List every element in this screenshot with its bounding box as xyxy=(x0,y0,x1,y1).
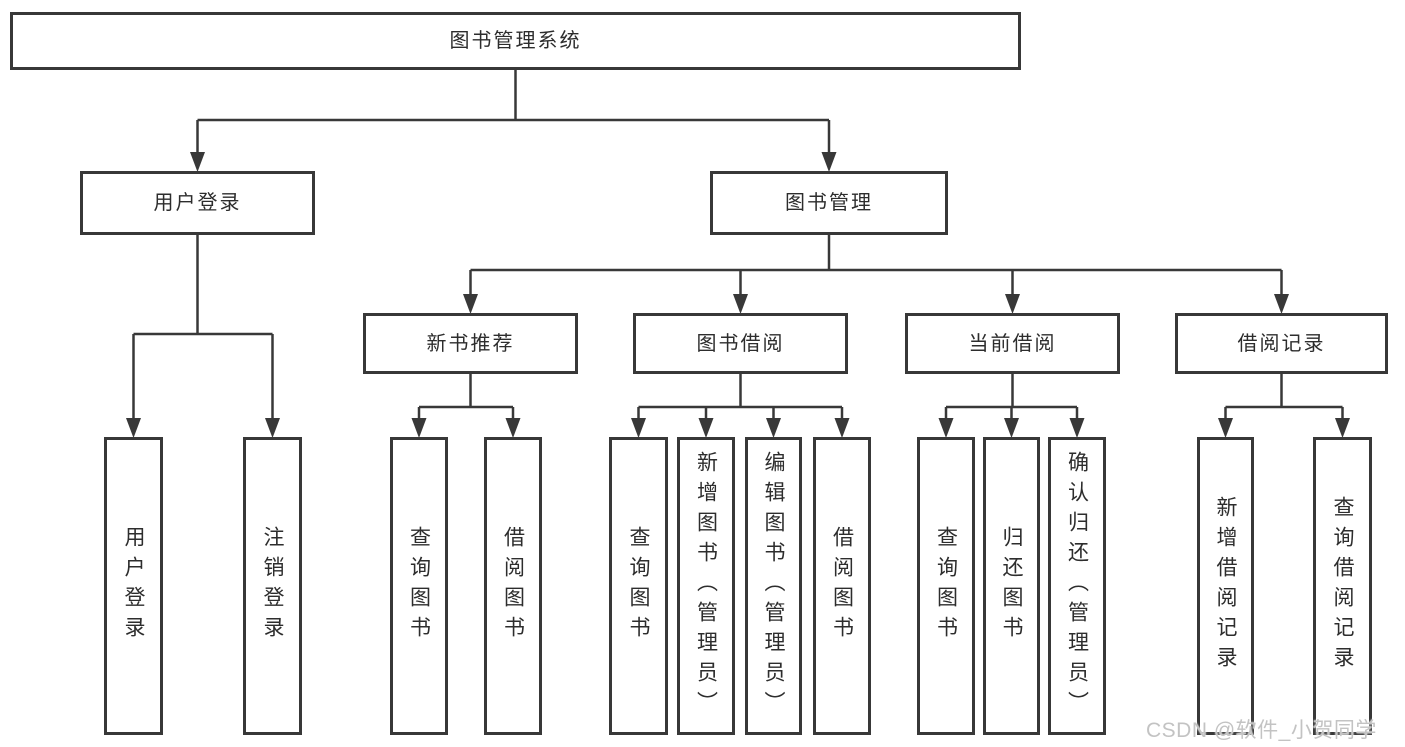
leaf-borrowing-query-book-label: 查询图书 xyxy=(627,526,651,646)
leaf-records-query-record: 查询借阅记录 xyxy=(1313,437,1372,735)
leaf-records-add-record: 新增借阅记录 xyxy=(1197,437,1254,735)
leaf-records-query-record-label: 查询借阅记录 xyxy=(1331,496,1355,676)
node-book-borrowing: 图书借阅 xyxy=(633,313,848,374)
node-root: 图书管理系统 xyxy=(10,12,1021,70)
leaf-borrowing-edit-book-admin: 编辑图书（管理员） xyxy=(745,437,802,735)
leaf-borrowing-query-book: 查询图书 xyxy=(609,437,668,735)
node-book-management: 图书管理 xyxy=(710,171,948,235)
leaf-current-confirm-return-admin-label: 确认归还（管理员） xyxy=(1065,451,1089,721)
node-book-borrowing-label: 图书借阅 xyxy=(696,332,785,355)
node-root-label: 图书管理系统 xyxy=(449,30,582,52)
leaf-borrowing-add-book-admin-label: 新增图书（管理员） xyxy=(694,451,718,721)
node-user-login-label: 用户登录 xyxy=(153,192,242,214)
leaf-current-return-book-label: 归还图书 xyxy=(1000,526,1024,646)
node-current-borrowing-label: 当前借阅 xyxy=(968,332,1057,355)
leaf-user-login: 用户登录 xyxy=(104,437,163,735)
leaf-borrowing-add-book-admin: 新增图书（管理员） xyxy=(677,437,735,735)
leaf-recommend-query-book-label: 查询图书 xyxy=(407,526,431,646)
node-user-login: 用户登录 xyxy=(80,171,315,235)
leaf-recommend-borrow-book-label: 借阅图书 xyxy=(501,526,525,646)
leaf-borrowing-edit-book-admin-label: 编辑图书（管理员） xyxy=(762,451,786,721)
leaf-current-query-book: 查询图书 xyxy=(917,437,975,735)
leaf-records-add-record-label: 新增借阅记录 xyxy=(1214,496,1238,676)
leaf-current-return-book: 归还图书 xyxy=(983,437,1040,735)
node-current-borrowing: 当前借阅 xyxy=(905,313,1120,374)
leaf-user-login-label: 用户登录 xyxy=(122,526,146,646)
leaf-recommend-borrow-book: 借阅图书 xyxy=(484,437,542,735)
leaf-borrowing-borrow-book: 借阅图书 xyxy=(813,437,871,735)
leaf-current-query-book-label: 查询图书 xyxy=(934,526,958,646)
node-borrowing-records-label: 借阅记录 xyxy=(1237,332,1326,355)
node-book-management-label: 图书管理 xyxy=(785,192,873,214)
leaf-recommend-query-book: 查询图书 xyxy=(390,437,448,735)
connector-arrowheads xyxy=(126,152,1350,438)
csdn-watermark: CSDN @软件_小贺同学 xyxy=(1146,719,1377,742)
leaf-borrowing-borrow-book-label: 借阅图书 xyxy=(830,526,854,646)
node-new-book-recommendation-label: 新书推荐 xyxy=(426,332,515,355)
node-new-book-recommendation: 新书推荐 xyxy=(363,313,578,374)
leaf-logout: 注销登录 xyxy=(243,437,302,735)
node-borrowing-records: 借阅记录 xyxy=(1175,313,1388,374)
leaf-logout-label: 注销登录 xyxy=(261,526,285,646)
leaf-current-confirm-return-admin: 确认归还（管理员） xyxy=(1048,437,1106,735)
